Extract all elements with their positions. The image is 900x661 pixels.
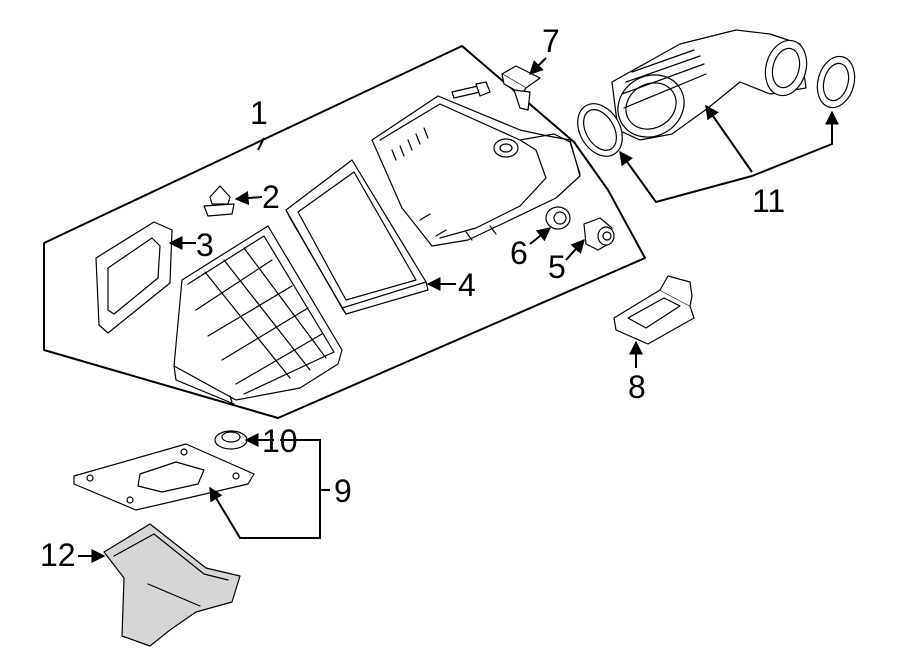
bolt	[451, 81, 491, 99]
callout-7: 7	[542, 23, 560, 59]
clamp-left	[577, 103, 623, 157]
callout-12: 12	[40, 537, 76, 573]
leader-11a	[705, 104, 753, 173]
insulator-part-9	[73, 443, 255, 511]
callout-1: 1	[250, 95, 268, 131]
clamp-right	[816, 55, 856, 109]
leader-11b	[619, 150, 753, 204]
callout-6: 6	[510, 235, 528, 271]
bracket-part-8	[613, 275, 695, 345]
callout-8: 8	[628, 369, 646, 405]
push-pin-part-2	[203, 185, 235, 217]
callout-2: 2	[262, 179, 280, 215]
leader-9	[209, 439, 321, 539]
deflector-part-12	[103, 523, 241, 647]
leader-2	[234, 191, 263, 206]
leader-7	[529, 57, 547, 75]
callout-11: 11	[752, 183, 785, 219]
upper-cover	[371, 95, 581, 247]
callout-9: 9	[334, 473, 352, 509]
grommet-part-10	[214, 430, 248, 450]
callout-3: 3	[196, 227, 214, 263]
leader-11c	[751, 110, 839, 177]
sensor-part-7	[501, 65, 541, 111]
intake-duct-part-11	[611, 29, 808, 141]
leader-1	[257, 137, 265, 151]
callout-5: 5	[548, 249, 566, 285]
gasket-part-3	[95, 221, 173, 334]
fitting-part-5	[583, 217, 615, 251]
leader-6	[529, 227, 552, 245]
callout-10: 10	[262, 423, 298, 459]
leader-5	[565, 238, 585, 261]
callout-4: 4	[458, 267, 476, 303]
lower-housing	[173, 225, 343, 405]
grommet-part-6	[545, 206, 571, 230]
